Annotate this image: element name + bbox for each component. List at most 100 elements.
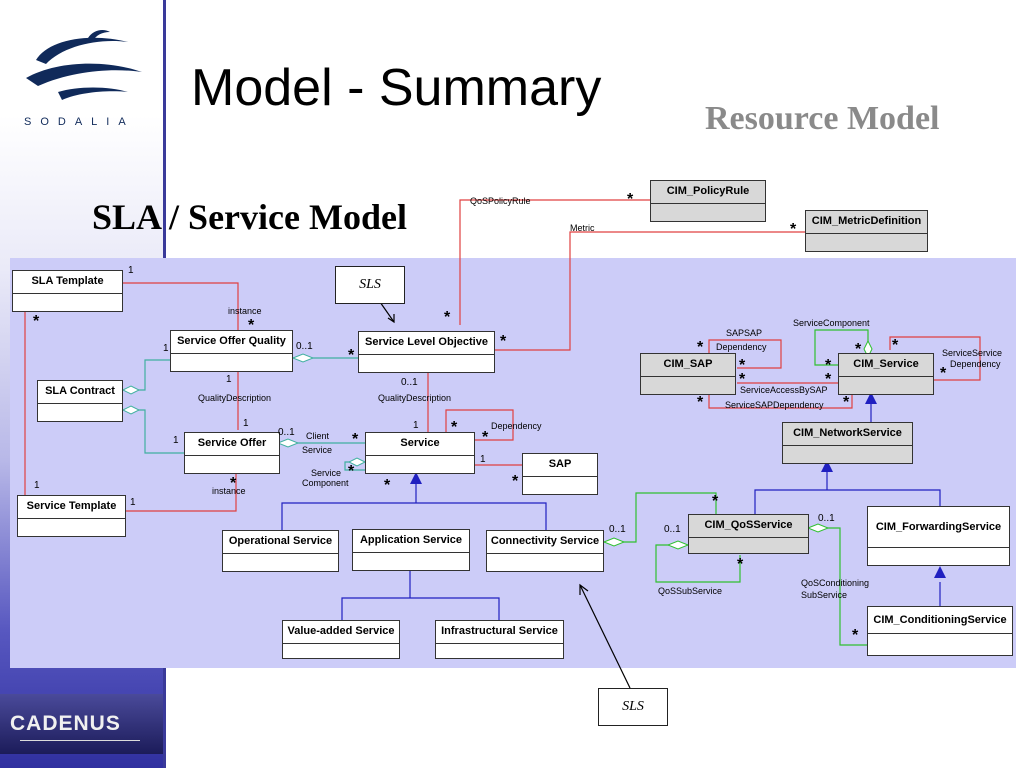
mult-star-x: *: [940, 365, 947, 382]
label-instance-1: instance: [228, 306, 262, 316]
mult-1-a: 1: [128, 265, 134, 276]
sodalia-logo: [18, 20, 148, 130]
class-service-offer-quality[interactable]: Service Offer Quality: [170, 330, 293, 372]
mult-1-b: 1: [163, 343, 169, 354]
class-name: SLA Template: [13, 271, 122, 294]
class-connectivity-service[interactable]: Connectivity Service: [486, 530, 604, 572]
mult-star-b: *: [248, 317, 255, 334]
label-servicesapdependency: ServiceSAPDependency: [725, 400, 824, 410]
label-instance-2: instance: [212, 486, 246, 496]
label-metric: Metric: [570, 223, 595, 233]
class-service[interactable]: Service: [365, 432, 475, 474]
label-qosconditioning: QoSConditioning: [801, 578, 870, 588]
mult-1-h: 1: [34, 480, 40, 491]
inherit-branch-1: [281, 502, 547, 530]
mult-01-b: 0..1: [401, 377, 418, 388]
class-operational-service[interactable]: Operational Service: [222, 530, 339, 572]
class-cim-policyrule[interactable]: CIM_PolicyRule: [650, 180, 766, 222]
class-application-service[interactable]: Application Service: [352, 529, 470, 571]
instance-link: [126, 474, 237, 512]
sls-note-2: SLS: [598, 688, 668, 726]
class-name: Connectivity Service: [487, 531, 603, 554]
serviceservice-link: [889, 336, 981, 381]
label-service-component-1: Service: [311, 468, 342, 478]
label-client: Client: [306, 431, 330, 441]
contract-offerquality-link: [123, 359, 170, 391]
label-qossubservice: QoSSubService: [658, 586, 723, 596]
class-value-added-service[interactable]: Value-added Service: [282, 620, 400, 659]
class-name: CIM_NetworkService: [783, 423, 912, 446]
label-quality-description-2: QualityDescription: [378, 393, 452, 403]
mult-star-s: *: [843, 394, 850, 411]
mult-star-c: *: [348, 347, 355, 364]
mult-star-r: *: [697, 394, 704, 411]
mult-01-e: 0..1: [664, 524, 681, 535]
sodalia-logo-mark: [26, 30, 142, 100]
qospolicyrule-link: [459, 199, 650, 325]
mult-1-f: 1: [173, 435, 179, 446]
inherit-branch-2: [341, 597, 500, 620]
diamond-2: [121, 405, 141, 415]
servicesapdependency-link: [708, 392, 853, 409]
class-sap[interactable]: SAP: [522, 453, 598, 495]
sls-arrow-2: [579, 584, 631, 689]
sodalia-logo-text: SODALIA: [24, 116, 135, 128]
inherit-branch-3: [754, 489, 941, 516]
mult-01-c: 0..1: [278, 427, 295, 438]
class-name: CIM_QoSService: [689, 515, 808, 538]
mult-star-p: *: [739, 357, 746, 374]
class-cim-forwardingservice[interactable]: CIM_ForwardingService: [867, 506, 1010, 566]
page-subtitle: Resource Model: [705, 100, 940, 137]
class-sla-contract[interactable]: SLA Contract: [37, 380, 123, 422]
class-cim-conditioningservice[interactable]: CIM_ConditioningService: [867, 606, 1013, 656]
inherit-arrow-forwarding: [934, 566, 946, 578]
sls-arrowhead-2: [579, 583, 589, 595]
label-sapsap-dependency: Dependency: [716, 342, 767, 352]
mult-star-z: *: [737, 556, 744, 573]
label-servicecomponent: ServiceComponent: [793, 318, 870, 328]
class-name: CIM_SAP: [641, 354, 735, 377]
mult-star-e: *: [500, 333, 507, 350]
class-name: Service Level Objective: [359, 332, 494, 355]
class-name: SLA Contract: [38, 381, 122, 404]
inherit-arrow-cimservice: [865, 392, 877, 404]
class-name: Infrastructural Service: [436, 621, 563, 644]
mult-star-u: *: [825, 371, 832, 388]
mult-star-h: *: [352, 431, 359, 448]
mult-star-w: *: [892, 337, 899, 354]
sls-arrow-1: [379, 301, 395, 323]
mult-1-d: 1: [243, 418, 249, 429]
label-serviceservice: ServiceService: [942, 348, 1003, 358]
mult-star-y: *: [712, 493, 719, 510]
diamond-7: [602, 537, 626, 547]
class-cim-metricdefinition[interactable]: CIM_MetricDefinition: [805, 210, 928, 252]
label-serviceservice-dependency: Dependency: [950, 359, 1001, 369]
class-name: CIM_ConditioningService: [868, 607, 1012, 634]
label-quality-description-1: QualityDescription: [198, 393, 272, 403]
diamond-8: [666, 540, 690, 550]
class-service-template[interactable]: Service Template: [17, 495, 126, 537]
class-service-level-objective[interactable]: Service Level Objective: [358, 331, 495, 373]
class-cim-sap[interactable]: CIM_SAP: [640, 353, 736, 395]
class-name: Service Offer Quality: [171, 331, 292, 354]
class-name: Service: [366, 433, 474, 456]
sapsap-link: [708, 339, 782, 369]
class-name: CIM_PolicyRule: [651, 181, 765, 204]
servicecomponent-cim-link: [814, 329, 869, 366]
label-dependency: Dependency: [491, 421, 542, 431]
dependency-link: [445, 409, 514, 441]
label-service-component-2: Component: [302, 478, 349, 488]
mult-star-t: *: [825, 357, 832, 374]
class-infrastructural-service[interactable]: Infrastructural Service: [435, 620, 564, 659]
section-title: SLA / Service Model: [92, 197, 407, 237]
class-cim-service[interactable]: CIM_Service: [838, 353, 934, 395]
class-cim-networkservice[interactable]: CIM_NetworkService: [782, 422, 913, 464]
class-sla-template[interactable]: SLA Template: [12, 270, 123, 312]
mult-star-l: *: [348, 463, 355, 480]
class-service-offer[interactable]: Service Offer: [184, 432, 280, 474]
contract-offer-link: [123, 409, 184, 454]
class-cim-qosservice[interactable]: CIM_QoSService: [688, 514, 809, 554]
sls-arrowhead-1: [387, 314, 395, 324]
class-name: CIM_Service: [839, 354, 933, 377]
